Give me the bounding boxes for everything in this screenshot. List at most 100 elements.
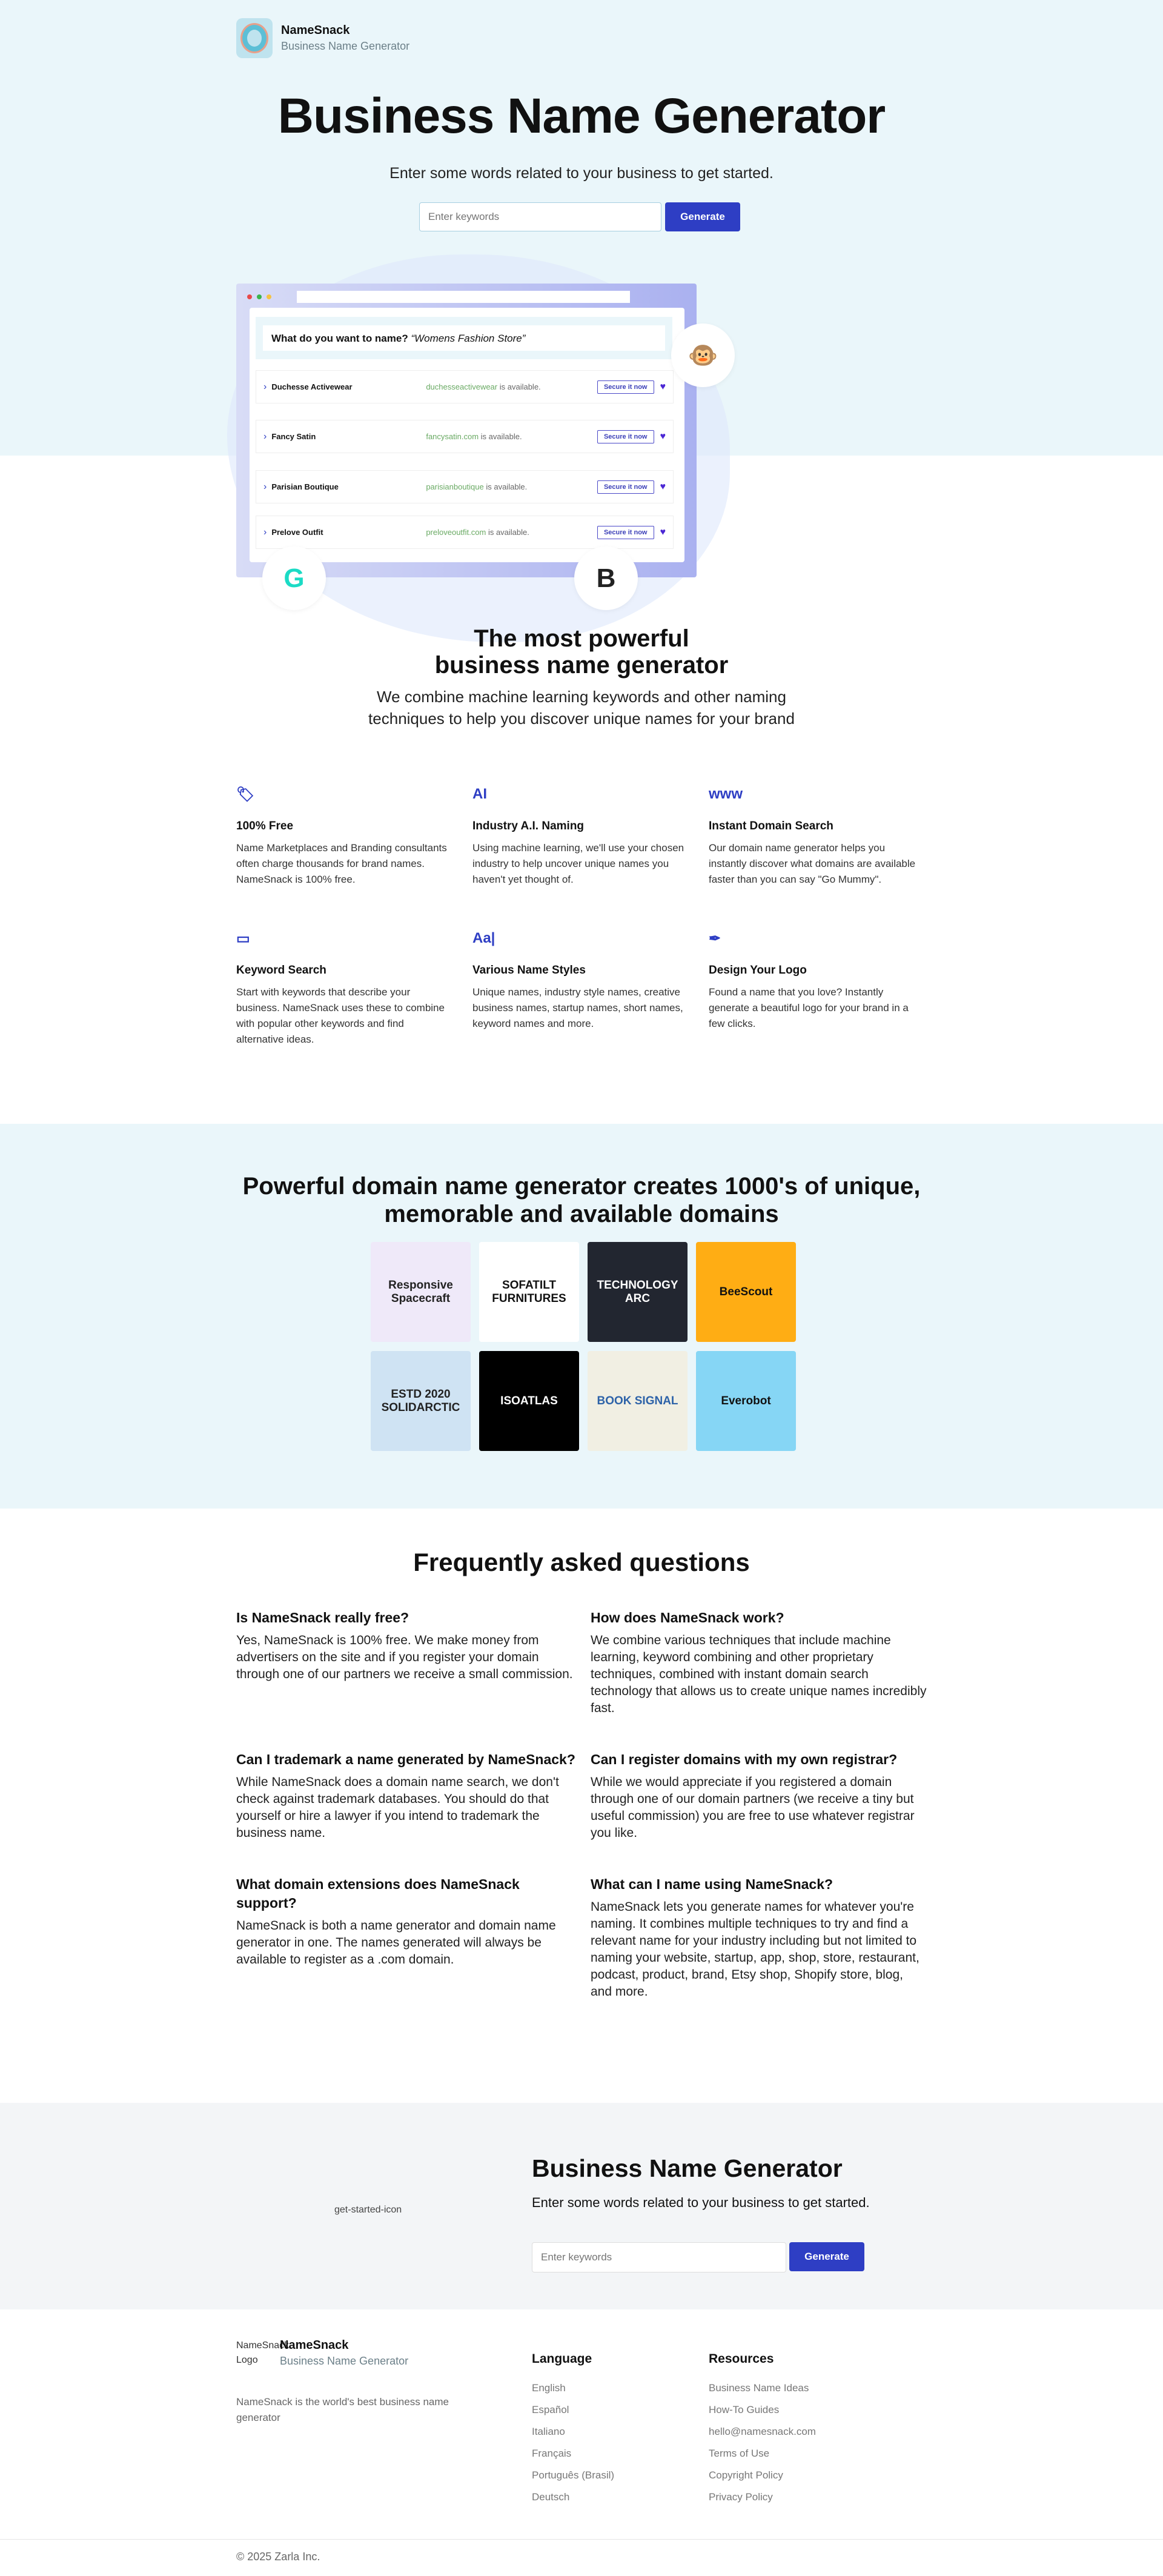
faq-question: Can I trademark a name generated by Name… <box>236 1751 575 1767</box>
secure-button: Secure it now <box>597 430 654 443</box>
faq-answer: While we would appreciate if you registe… <box>591 1775 915 1840</box>
faq-list: Is NameSnack really free? Yes, NameSnack … <box>236 1608 927 2000</box>
language-link[interactable]: Deutsch <box>532 2491 570 2503</box>
domains-section: Powerful domain name generator creates 1… <box>0 1124 1163 1509</box>
domains-title: Powerful domain name generator creates 1… <box>242 1173 921 1227</box>
ai-chip-icon: AI <box>472 786 487 802</box>
faq-answer: Yes, NameSnack is 100% free. We make mon… <box>236 1633 573 1681</box>
copyright: © 2025 Zarla Inc. <box>236 2551 320 2563</box>
logo-example: BeeScout <box>696 1242 796 1342</box>
godaddy-logo-icon: G <box>262 546 326 610</box>
resource-link[interactable]: Copyright Policy <box>709 2469 783 2481</box>
faq-answer: NameSnack lets you generate names for wh… <box>591 1900 919 1999</box>
language-link[interactable]: Français <box>532 2448 572 2459</box>
faq-item: What can I name using NameSnack? NameSnac… <box>591 1875 927 2000</box>
mockup-question: What do you want to name? “Womens Fashio… <box>263 325 665 351</box>
chevron-right-icon: › <box>263 526 267 537</box>
intro-subtitle: We combine machine learning keywords and… <box>368 688 795 728</box>
resource-link[interactable]: Terms of Use <box>709 2448 770 2459</box>
www-browser-icon: www <box>709 786 743 802</box>
faq-question: Can I register domains with my own regis… <box>591 1751 898 1767</box>
cta-subtitle: Enter some words related to your busines… <box>532 2195 870 2210</box>
faq-item: Can I trademark a name generated by Name… <box>236 1750 578 1842</box>
keyword-form: Generate <box>419 202 740 231</box>
logo-example: SOFATILT FURNITURES <box>479 1242 579 1342</box>
footer-logo: NameSnack Logo <box>236 2340 290 2365</box>
resource-link[interactable]: Privacy Policy <box>709 2491 773 2503</box>
faq-item: Is NameSnack really free? Yes, NameSnack … <box>236 1608 578 1717</box>
faq-question: How does NameSnack work? <box>591 1610 784 1625</box>
secure-button: Secure it now <box>597 380 654 394</box>
cta-generate-button[interactable]: Generate <box>789 2242 864 2271</box>
generate-button[interactable]: Generate <box>665 202 740 231</box>
language-link[interactable]: Español <box>532 2404 569 2415</box>
brand-name: NameSnack <box>281 24 350 37</box>
faq-title: Frequently asked questions <box>413 1548 750 1576</box>
get-started-icon: get-started-icon <box>334 2205 402 2215</box>
logo-example: Responsive Spacecraft <box>371 1242 471 1342</box>
chevron-right-icon: › <box>263 431 267 442</box>
faq-answer: While NameSnack does a domain name searc… <box>236 1775 559 1840</box>
footer-description: NameSnack is the world's best business n… <box>236 2396 449 2423</box>
logo-example: Everobot <box>696 1351 796 1451</box>
bigcommerce-logo-icon: B <box>574 546 638 610</box>
chevron-right-icon: › <box>263 381 267 392</box>
cta-keywords-input[interactable] <box>532 2242 786 2272</box>
cta-form: Generate <box>532 2242 864 2272</box>
faq-item: Can I register domains with my own regis… <box>591 1750 927 1842</box>
faq-question: Is NameSnack really free? <box>236 1610 409 1625</box>
language-link[interactable]: English <box>532 2382 566 2394</box>
hero-subtitle: Enter some words related to your busines… <box>389 165 774 182</box>
resource-link[interactable]: hello@namesnack.com <box>709 2426 816 2437</box>
heart-icon: ♥ <box>660 481 666 492</box>
free-tag-icon: 🏷 <box>236 786 255 803</box>
page-title: Business Name Generator <box>277 88 886 144</box>
typography-icon: Aa| <box>472 930 495 946</box>
faq-answer: We combine various techniques that inclu… <box>591 1633 927 1715</box>
language-link[interactable]: Italiano <box>532 2426 565 2437</box>
keywords-input[interactable] <box>419 202 661 231</box>
faq-item: What domain extensions does NameSnack su… <box>236 1875 578 2000</box>
intro-section: What do you want to name? “Womens Fashio… <box>0 254 1163 1124</box>
secure-button: Secure it now <box>597 525 654 539</box>
faq-question: What domain extensions does NameSnack su… <box>236 1876 520 1911</box>
brand-header[interactable]: NameSnack Business Name Generator <box>236 18 409 58</box>
heart-icon: ♥ <box>660 526 666 537</box>
pen-nib-icon: ✒ <box>709 931 721 947</box>
logo-example: TECHNOLOGY ARC <box>588 1242 688 1342</box>
app-mockup: What do you want to name? “Womens Fashio… <box>236 284 697 577</box>
resource-link[interactable]: How-To Guides <box>709 2404 780 2415</box>
search-bar-icon: ▭ <box>236 931 250 947</box>
window-dots-icon <box>247 294 271 299</box>
faq-item: How does NameSnack work? We combine vario… <box>591 1608 927 1717</box>
mailchimp-logo-icon: 🐵 <box>671 324 735 387</box>
donut-logo-icon <box>236 18 273 58</box>
faq-section: Frequently asked questions Is NameSnack … <box>0 1509 1163 2103</box>
url-bar <box>297 291 630 303</box>
faq-answer: NameSnack is both a name generator and d… <box>236 1919 556 1967</box>
chevron-right-icon: › <box>263 481 267 492</box>
faq-question: What can I name using NameSnack? <box>591 1876 833 1892</box>
language-link[interactable]: Português (Brasil) <box>532 2469 615 2481</box>
cta-title: Business Name Generator <box>532 2154 843 2182</box>
logo-example: BOOK SIGNAL <box>588 1351 688 1451</box>
resource-link[interactable]: Business Name Ideas <box>709 2382 809 2394</box>
brand-tagline: Business Name Generator <box>281 40 410 52</box>
logo-example: ISOATLAS <box>479 1351 579 1451</box>
